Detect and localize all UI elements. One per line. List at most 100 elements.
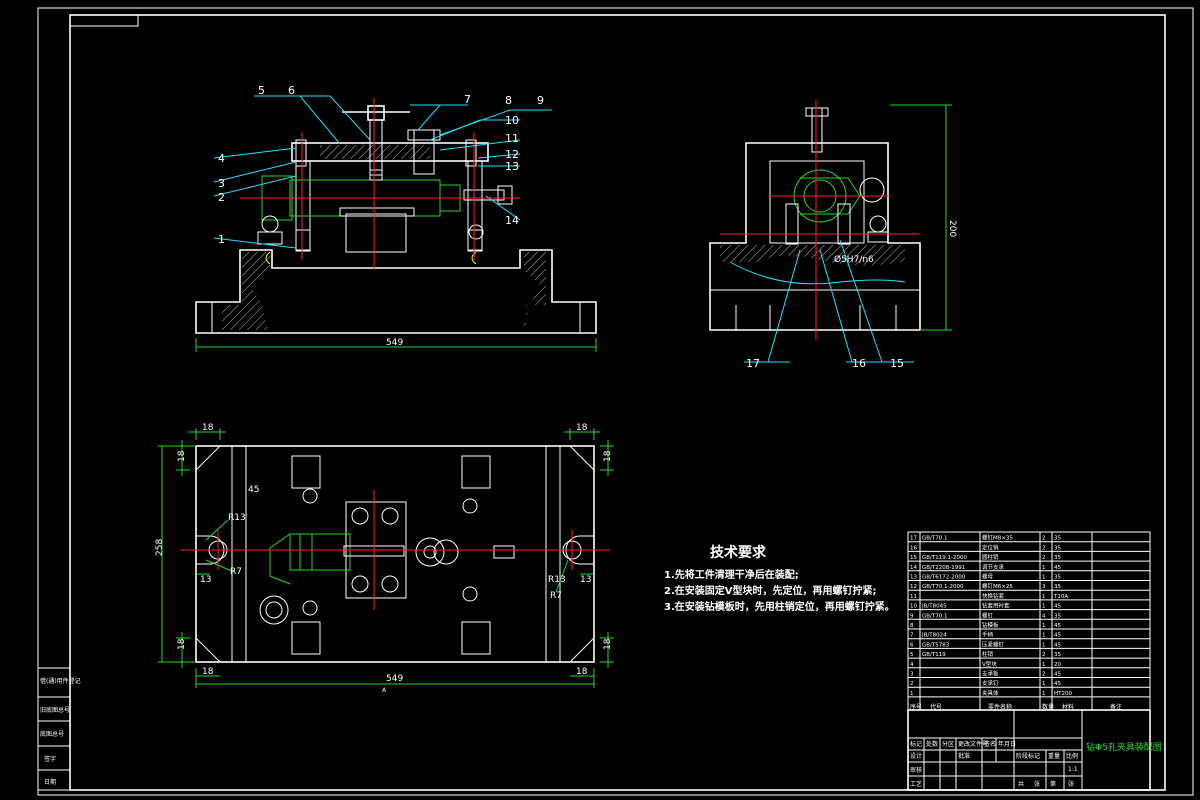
bom-cell-no: 15	[910, 555, 917, 561]
tb-scale: 1:1	[1068, 766, 1078, 773]
tb-label-1: 标记	[910, 740, 922, 748]
bom-cell-qty: 1	[1042, 565, 1046, 571]
bom-cell-mat: 45	[1054, 633, 1061, 639]
tech-item-3: 3.在安装钻模板时，先用柱销定位，再用螺钉拧紧。	[664, 600, 895, 613]
tech-item-1: 1.先将工件清理干净后在装配;	[664, 568, 799, 581]
tb-stage-1: 阶段标记	[1016, 752, 1040, 760]
tb-sheet-1: 共	[1018, 780, 1024, 788]
bom-cell-no: 17	[910, 536, 917, 542]
bom-cell-qty: 4	[1042, 613, 1046, 619]
bom-cell-no: 10	[910, 604, 917, 610]
left-signature-strip: 借(通)用件登记 旧底图总号 底图总号 签字 日期	[37, 667, 81, 791]
tb-label-2: 处数	[926, 740, 938, 748]
bom-cell-name: 调节支承	[982, 563, 1005, 571]
dim-height: 258	[155, 539, 165, 556]
tech-item-2: 2.在安装固定V型块时，先定位，再用螺钉拧紧;	[664, 584, 877, 597]
tech-title: 技术要求	[710, 544, 767, 561]
sheet-outer-border	[37, 7, 1194, 796]
bom-cell-mat: 35	[1054, 555, 1061, 561]
bom-cell-mat: 35	[1054, 584, 1061, 590]
side-height-dim: 200	[947, 220, 957, 237]
part-label-14: 14	[505, 214, 519, 227]
bom-cell-name: 螺钉M6×25	[982, 582, 1013, 590]
bom-cell-qty: 1	[1042, 662, 1046, 668]
bom-cell-mat: 45	[1054, 672, 1061, 678]
title-block-text: 钻Φ5孔夹具装配图 标记 处数 分区 更改文件号 签名 年月日 设计 审核 工艺…	[910, 740, 1162, 788]
tb-role-3: 工艺	[910, 780, 922, 788]
dim-corner-top-right: 18	[576, 423, 588, 433]
part-label-17: 17	[746, 357, 760, 370]
bom-cell-qty: 3	[1042, 584, 1046, 590]
bom-cell-no: 12	[910, 584, 917, 590]
bom-cell-name: 钻套用衬套	[982, 602, 1010, 610]
bom-cell-qty: 1	[1042, 623, 1046, 629]
bom-cell-mat: 35	[1054, 536, 1061, 542]
bom-cell-qty: 1	[1042, 633, 1046, 639]
bom-cell-no: 2	[910, 681, 914, 687]
bom-cell-code: JB/T8024	[921, 633, 947, 639]
bom-cell-code: GB/T5783	[922, 642, 950, 648]
bom-cell-code: GB/T119.1-2000	[922, 555, 967, 561]
strip-item-2: 旧底图总号	[40, 706, 70, 714]
bom-cell-name: 支承钉	[982, 679, 999, 687]
bom-cell-name: 螺钉M8×35	[982, 534, 1013, 542]
bom-cell-qty: 1	[1042, 594, 1046, 600]
tb-stage-2: 重量	[1048, 752, 1060, 760]
dim-left-radius2: R7	[230, 567, 242, 577]
bom-cell-no: 13	[910, 575, 917, 581]
tb-label-6: 年月日	[998, 740, 1016, 748]
side-view	[709, 100, 952, 363]
part-label-16: 16	[852, 357, 866, 370]
tb-sheet-4: 张	[1068, 780, 1074, 788]
bom-cell-mat: 45	[1054, 681, 1061, 687]
bom-cell-mat: 45	[1054, 604, 1061, 610]
bom-cell-qty: 2	[1042, 652, 1046, 658]
bom-cell-mat: 35	[1054, 613, 1061, 619]
bom-cell-name: V型块	[982, 660, 997, 668]
bom-cell-name: 柱销	[982, 650, 994, 658]
bom-cell-qty: 2	[1042, 536, 1046, 542]
bom-cell-no: 8	[910, 623, 914, 629]
front-view	[195, 95, 597, 352]
bom-cell-name: 压紧螺钉	[982, 640, 1005, 648]
part-label-5: 5	[258, 84, 265, 97]
dim-corner-top-left: 18	[202, 423, 214, 433]
tb-label-3: 分区	[942, 740, 954, 748]
bom-cell-code: GB/T70.1-2000	[922, 584, 964, 590]
bom-cell-mat: 45	[1054, 623, 1061, 629]
bom-header-note: 备注	[1110, 703, 1122, 711]
bom-cell-code: GB/T70.1	[922, 536, 948, 542]
bom-cell-name: 夹具体	[982, 689, 999, 697]
part-label-10: 10	[505, 114, 519, 127]
bom-cell-no: 4	[910, 662, 914, 668]
top-left-code-box	[69, 14, 139, 27]
dim-corner-right-top: 18	[603, 450, 613, 462]
plan-view-dims: 18 18 18 18 18 18 18 18 13 13 R13 R7 R13…	[155, 423, 613, 694]
technical-requirements: 技术要求 1.先将工件清理干净后在装配; 2.在安装固定V型块时，先定位，再用螺…	[664, 544, 895, 613]
tb-label-5: 签名	[984, 740, 996, 748]
bom-cell-name: 手柄	[982, 631, 994, 639]
part-label-4: 4	[218, 152, 225, 165]
bom-cell-name: 螺钉	[982, 611, 994, 619]
part-label-1: 1	[218, 233, 225, 246]
part-label-12: 12	[505, 148, 519, 161]
tb-role-1: 设计	[910, 752, 922, 760]
bom-cell-no: 11	[910, 594, 917, 600]
bom-cell-mat: 35	[1054, 652, 1061, 658]
bom-cell-mat: 35	[1054, 545, 1061, 551]
dim-right-radius: R13	[548, 575, 566, 585]
tb-label-4: 更改文件号	[958, 740, 988, 748]
bom-cell-code: GB/T2208-1991	[922, 565, 965, 571]
part-label-11: 11	[505, 132, 519, 145]
bom-cell-qty: 1	[1042, 681, 1046, 687]
front-view-labels: 1 2 3 4 5 6 7 8 9 10 11 12 13 14 549	[218, 84, 544, 348]
tb-sheet-2: 张	[1034, 780, 1040, 788]
dim-width: 549	[386, 674, 403, 684]
bom-header-mat: 材料	[1062, 703, 1074, 711]
dim-corner-bottom-left: 18	[202, 667, 214, 677]
dim-corner-right-bottom: 18	[603, 638, 613, 650]
part-label-2: 2	[218, 191, 225, 204]
bom-cell-name: 支承板	[982, 670, 999, 678]
dim-right-slot: 13	[580, 575, 591, 585]
